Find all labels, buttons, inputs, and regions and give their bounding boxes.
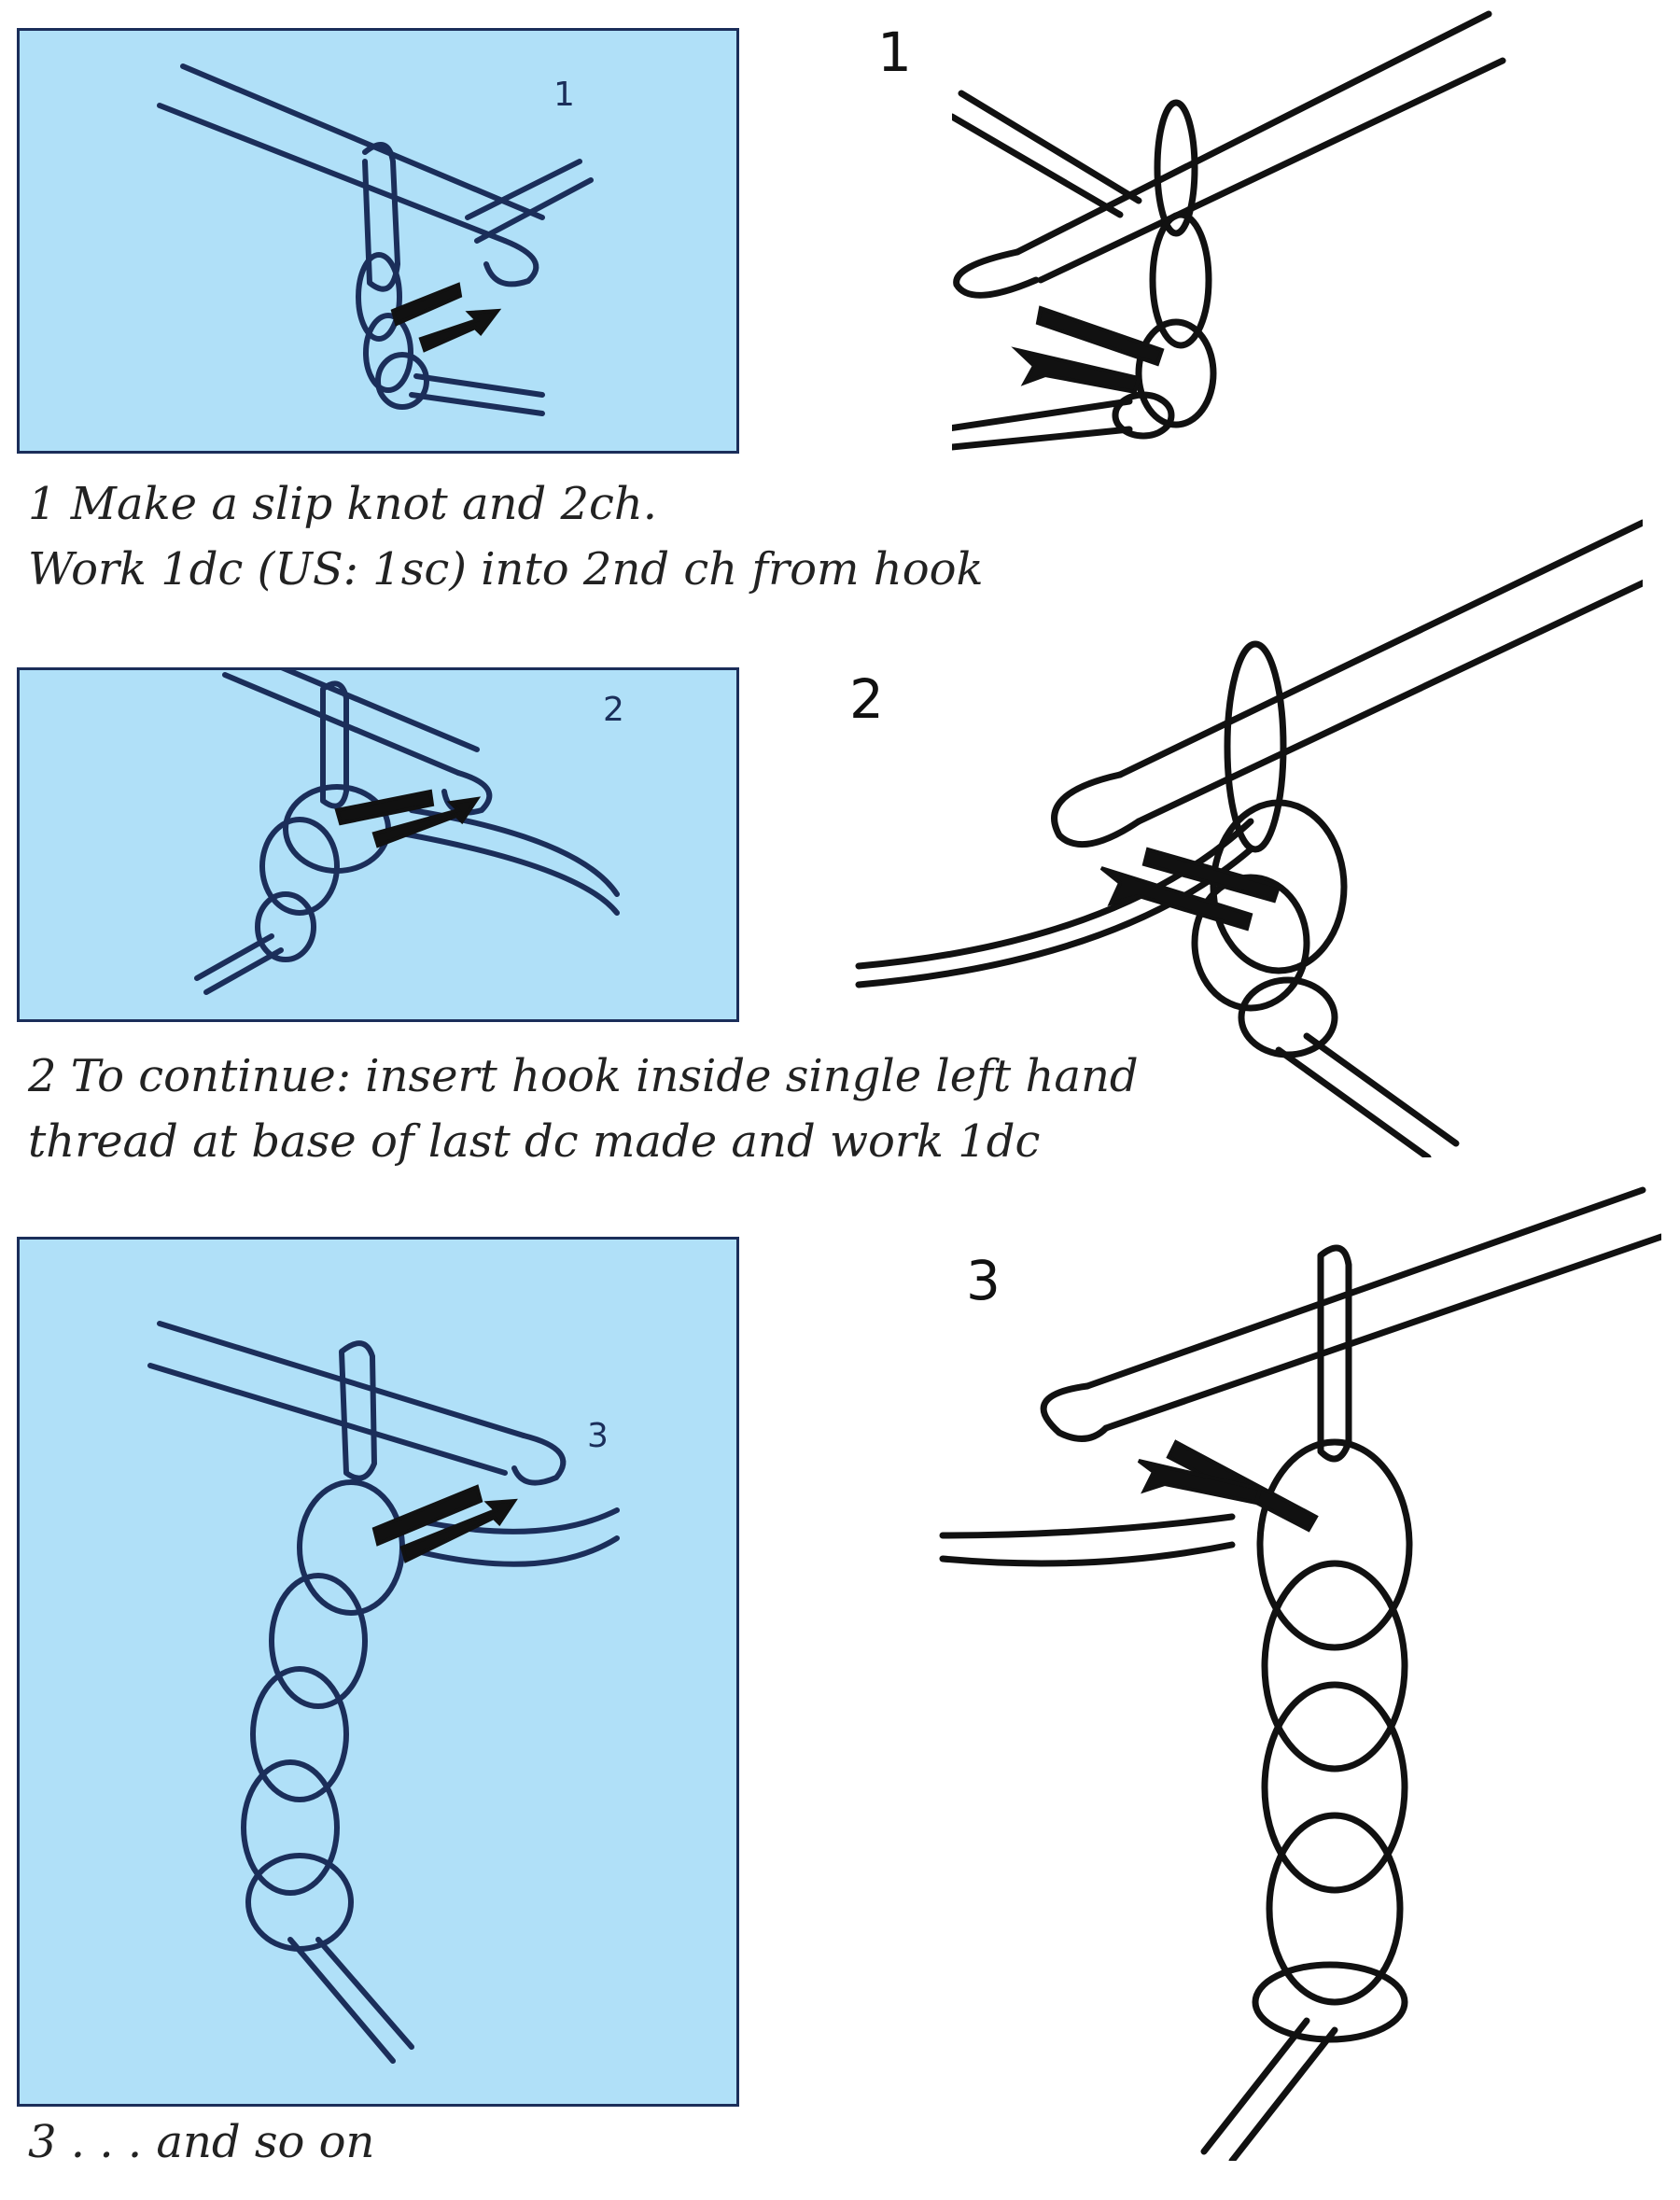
step-1-large-drawing — [952, 10, 1506, 451]
step-1-panel-drawing — [157, 63, 594, 416]
step-2-drawing-label: 2 — [849, 667, 884, 731]
step-3-drawing-label: 3 — [966, 1249, 1001, 1312]
step-3-panel: 3 — [17, 1237, 739, 2107]
step-1-panel-label: 1 — [553, 76, 575, 114]
step-2-caption-line-2: thread at base of last dc made and work … — [28, 1115, 1041, 1168]
step-2-caption: 2 To continue: insert hook inside single… — [28, 1044, 1139, 1174]
step-2-panel-drawing — [194, 670, 620, 995]
step-3-large-drawing — [939, 1186, 1661, 2161]
step-3-caption-line-1: 3 . . . and so on — [28, 2116, 375, 2168]
step-1-caption: 1 Make a slip knot and 2ch. Work 1dc (US… — [28, 471, 984, 602]
step-3-panel-label: 3 — [587, 1417, 609, 1455]
step-3-caption: 3 . . . and so on — [28, 2109, 374, 2175]
step-2-panel-label: 2 — [603, 691, 624, 729]
step-1-caption-line-2: Work 1dc (US: 1sc) into 2nd ch from hook — [28, 543, 984, 596]
step-2-large-drawing — [855, 519, 1643, 1157]
step-3-panel-drawing — [147, 1321, 620, 2064]
step-2-caption-line-1: 2 To continue: insert hook inside single… — [28, 1050, 1139, 1102]
step-1-drawing-label: 1 — [877, 21, 912, 84]
step-2-panel: 2 — [17, 667, 739, 1022]
step-1-caption-line-1: 1 Make a slip knot and 2ch. — [28, 478, 658, 530]
step-1-panel: 1 — [17, 28, 739, 454]
